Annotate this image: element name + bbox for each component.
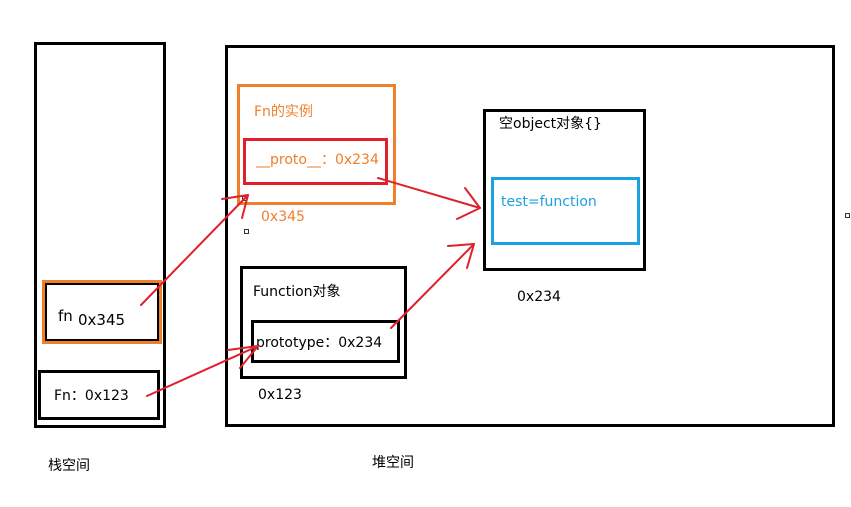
empty-object-title: 空object对象{} — [499, 116, 602, 132]
test-field-label: test=function — [501, 194, 597, 210]
fn-instance-address: 0x345 — [261, 209, 305, 225]
prototype-field-label: prototype：0x234 — [256, 335, 383, 351]
empty-object-box — [483, 109, 646, 271]
resize-handle-marker — [845, 213, 850, 218]
Fn-variable-label: Fn：0x123 — [54, 388, 129, 404]
heap-space-label: 堆空间 — [372, 455, 414, 471]
fn-variable-name: fn — [58, 307, 73, 325]
fn-variable-inner-box — [45, 283, 159, 341]
fn-instance-box — [237, 84, 396, 205]
fn-variable-address: 0x345 — [78, 311, 126, 329]
fn-variable-box — [42, 280, 162, 344]
fn-instance-title: Fn的实例 — [254, 104, 313, 120]
proto-field-label: __proto__：0x234 — [256, 152, 379, 168]
resize-handle-marker — [242, 196, 247, 201]
function-object-title: Function对象 — [253, 284, 341, 300]
test-field-box — [491, 177, 640, 245]
resize-handle-marker — [244, 229, 249, 234]
proto-field-box — [243, 138, 388, 185]
prototype-field-box — [251, 320, 400, 363]
empty-object-address: 0x234 — [517, 289, 561, 305]
function-object-address: 0x123 — [258, 387, 302, 403]
stack-space-label: 栈空间 — [48, 458, 90, 474]
